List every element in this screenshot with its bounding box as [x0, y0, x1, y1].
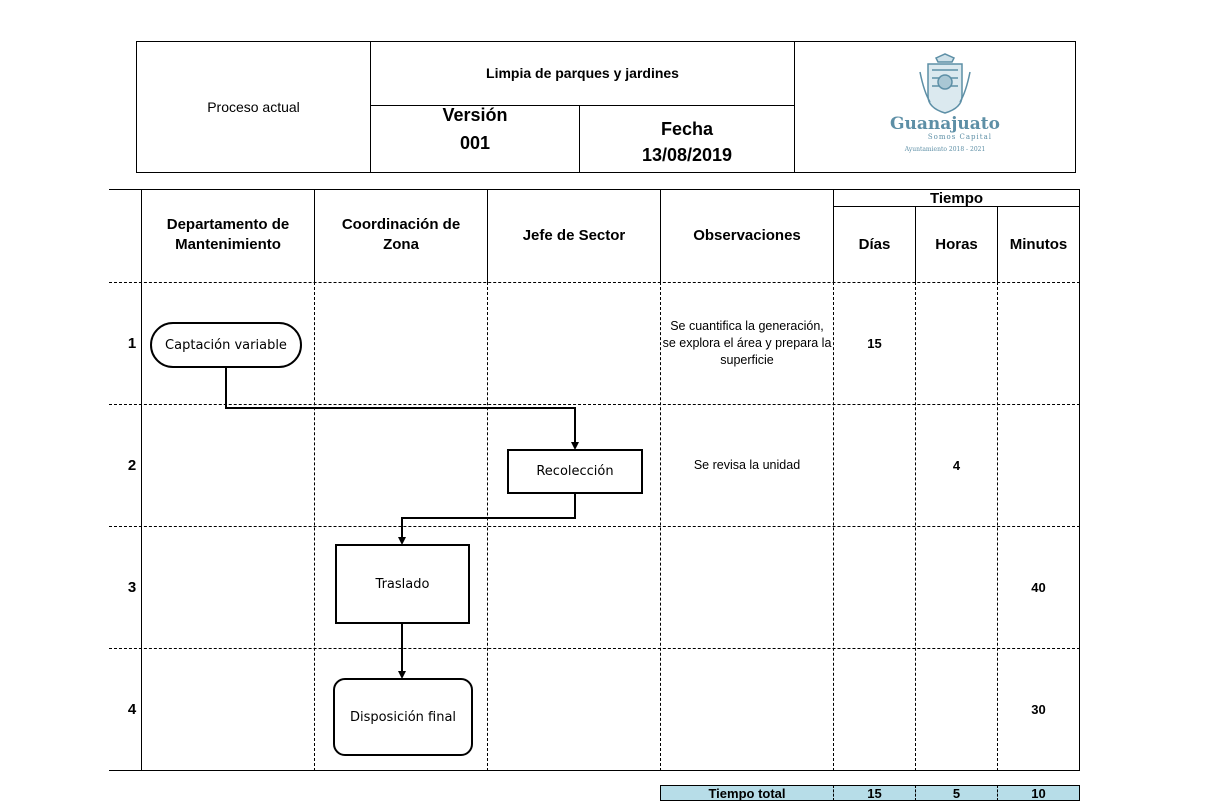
- node-traslado: Traslado: [335, 544, 470, 624]
- col-line-4: [833, 282, 834, 771]
- total-divider: [915, 785, 916, 801]
- row-line-3: [109, 526, 1080, 527]
- row-line-2: [109, 404, 1080, 405]
- process-label: Proceso actual: [207, 99, 300, 115]
- date-value: 13/08/2019: [641, 144, 733, 165]
- header-divider-1: [370, 41, 371, 173]
- logo-period: Ayuntamiento 2018 - 2021: [904, 146, 986, 153]
- total-dias: 15: [867, 785, 882, 801]
- col-line-5-head: [915, 206, 916, 282]
- column-header-horas: Horas: [935, 235, 978, 253]
- node-disposicion-final: Disposición final: [333, 678, 473, 756]
- col-line-1: [314, 282, 315, 771]
- row-dias: 15: [867, 335, 882, 351]
- version-label: Versión: [442, 104, 508, 125]
- col-line-5: [915, 282, 916, 771]
- column-header-observaciones: Observaciones: [693, 226, 801, 244]
- version-value: 001: [459, 132, 491, 153]
- row-minutos: 30: [1031, 701, 1046, 717]
- time-subheader-line: [833, 206, 1080, 207]
- connector-captacion-recoleccion: [225, 367, 579, 450]
- node-captacion-variable: Captación variable: [150, 322, 302, 368]
- column-header-dias: Días: [858, 235, 891, 253]
- col-line-6-head: [997, 206, 998, 282]
- row-number: 3: [127, 578, 137, 596]
- date-label: Fecha: [660, 118, 714, 139]
- column-header-coordinacion: Coordinación de Zona: [341, 216, 461, 253]
- document-title: Limpia de parques y jardines: [486, 65, 679, 81]
- header-box: [136, 41, 1076, 173]
- col-line-2: [487, 282, 488, 771]
- row-minutos: 40: [1031, 579, 1046, 595]
- col-line-3: [660, 282, 661, 771]
- header-divider-3: [370, 105, 795, 106]
- column-header-tiempo: Tiempo: [929, 189, 984, 207]
- total-label: Tiempo total: [708, 785, 786, 801]
- total-row: [660, 785, 1080, 801]
- logo: Guanajuato Somos Capital Ayuntamiento 20…: [890, 52, 1000, 162]
- row-line-4: [109, 648, 1080, 649]
- col-line-right: [1079, 189, 1080, 771]
- header-divider-4: [579, 105, 580, 173]
- row-observation: Se revisa la unidad: [693, 457, 801, 472]
- total-horas: 5: [952, 785, 961, 801]
- row-number: 4: [127, 700, 137, 718]
- logo-tagline: Somos Capital: [927, 133, 992, 141]
- table-bottom-line: [109, 770, 1080, 771]
- logo-name: Guanajuato: [890, 114, 1000, 134]
- row-horas: 4: [952, 457, 961, 473]
- total-divider: [997, 785, 998, 801]
- col-line-1-head: [314, 189, 315, 282]
- col-line-2-head: [487, 189, 488, 282]
- total-divider: [833, 785, 834, 801]
- coat-of-arms-icon: [919, 53, 971, 114]
- col-line-num: [141, 189, 142, 771]
- col-line-3-head: [660, 189, 661, 282]
- row-line-1: [109, 282, 1080, 283]
- column-header-mantenimiento: Departamento de Mantenimiento: [166, 216, 290, 253]
- connector-recoleccion-traslado: [398, 493, 576, 545]
- column-header-minutos: Minutos: [1009, 235, 1068, 253]
- row-number: 2: [127, 456, 137, 474]
- col-line-6: [997, 282, 998, 771]
- column-header-jefe-sector: Jefe de Sector: [522, 226, 626, 244]
- row-observation: Se cuantifica la generación, se explora …: [662, 318, 832, 367]
- header-divider-2: [794, 41, 795, 173]
- col-line-4-head: [833, 189, 834, 282]
- row-number: 1: [127, 334, 137, 352]
- table-top-line: [109, 189, 1080, 190]
- node-recoleccion: Recolección: [507, 449, 643, 494]
- total-minutos: 10: [1031, 785, 1046, 801]
